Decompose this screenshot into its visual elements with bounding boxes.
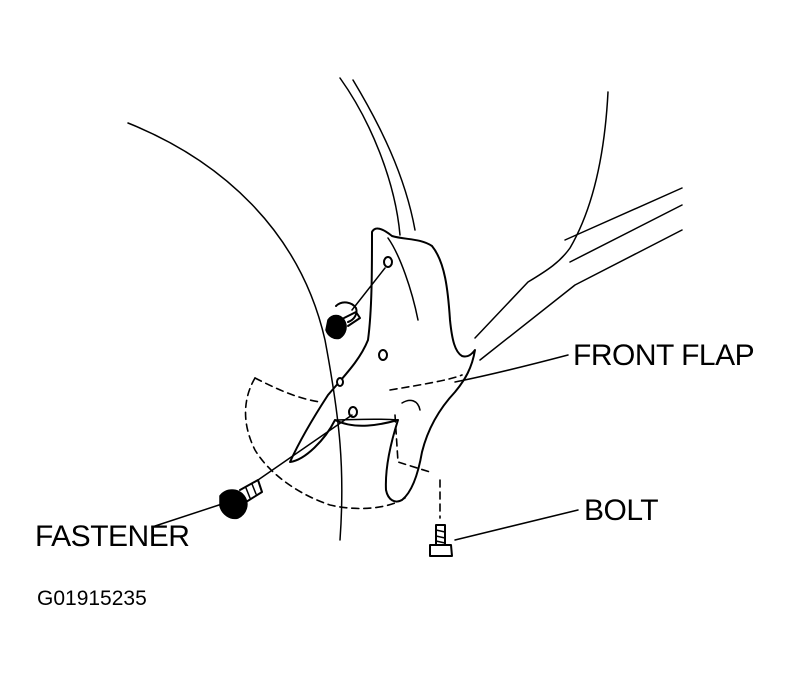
front-flap-hidden-tab bbox=[389, 374, 463, 391]
wheel-arch-line bbox=[127, 122, 343, 541]
bolt-label: BOLT bbox=[584, 494, 659, 527]
fender-outer-line bbox=[339, 77, 401, 236]
front-flap-fold-line bbox=[387, 237, 419, 321]
lower-mounting-hole bbox=[348, 406, 358, 418]
figure-id: G01915235 bbox=[37, 587, 147, 610]
lower-fastener-icon bbox=[219, 479, 263, 520]
bolt-leader bbox=[454, 509, 579, 541]
front-flap-label: FRONT FLAP bbox=[573, 339, 755, 372]
body-sill-line-middle bbox=[569, 204, 683, 263]
upper-fastener-leader bbox=[351, 267, 386, 311]
front-flap-lower-curve bbox=[401, 399, 421, 411]
body-sill-line-lower bbox=[479, 229, 683, 361]
upper-fastener-icon bbox=[325, 301, 361, 340]
bolt-threads bbox=[435, 529, 446, 544]
fastener-label: FASTENER bbox=[35, 520, 190, 553]
lower-fastener-leader bbox=[257, 414, 353, 481]
front-flap-hidden-lower-edge bbox=[244, 377, 406, 510]
front-flap-leader bbox=[454, 354, 569, 383]
body-sill-line-upper bbox=[564, 187, 683, 241]
front-flap-bottom-fold bbox=[334, 418, 399, 421]
side-mounting-hole bbox=[336, 377, 344, 387]
bolt-head bbox=[429, 544, 453, 557]
front-flap-hidden-bolt-path bbox=[394, 414, 431, 473]
middle-mounting-hole bbox=[378, 349, 388, 361]
fender-inner-line bbox=[352, 79, 416, 231]
upper-mounting-hole bbox=[383, 256, 393, 268]
fastener-leader bbox=[151, 503, 223, 528]
body-side-line bbox=[474, 91, 609, 339]
front-flap-outline bbox=[289, 227, 476, 503]
front-flap-hidden-top-edge bbox=[254, 377, 321, 403]
